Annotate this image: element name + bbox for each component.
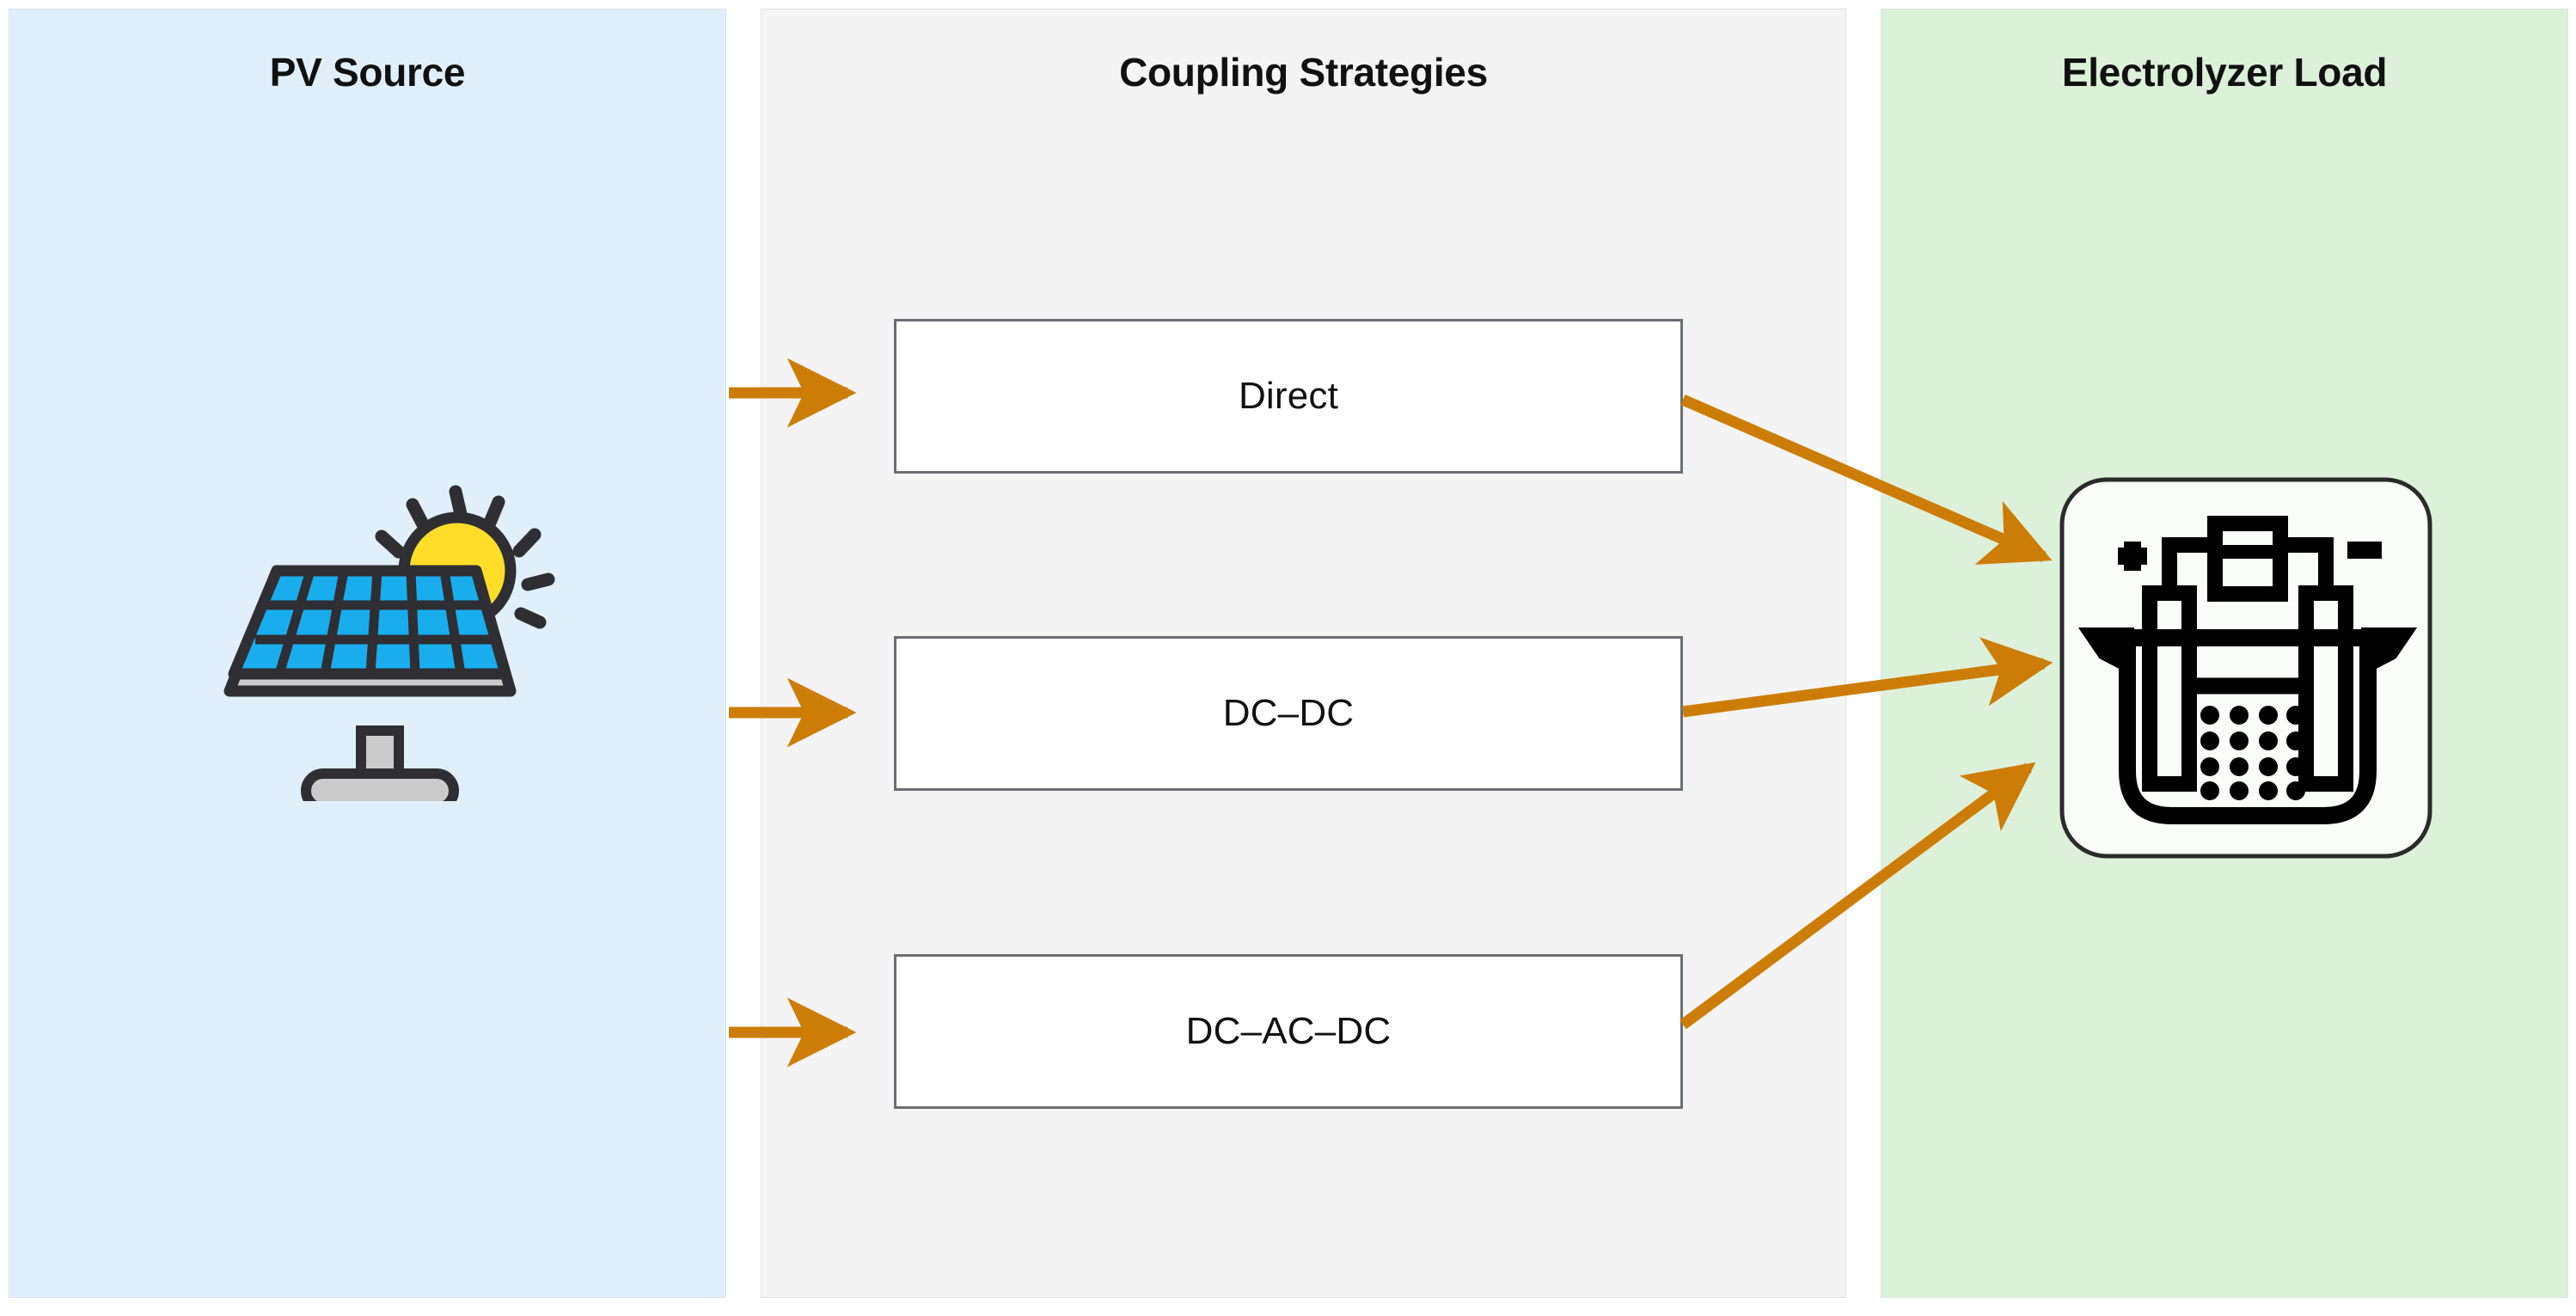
strategy-box-direct[interactable]: Direct [894, 319, 1683, 474]
panel-title-pv-source: PV Source [269, 50, 466, 95]
panel-title-coupling-strategies: Coupling Strategies [1119, 50, 1488, 95]
panel-title-electrolyzer-load: Electrolyzer Load [2061, 50, 2388, 95]
strategy-box-dc-ac-dc[interactable]: DC–AC–DC [894, 954, 1683, 1109]
strategy-box-dc-dc[interactable]: DC–DC [894, 636, 1683, 791]
strategy-label: Direct [1238, 375, 1339, 417]
strategy-label: DC–DC [1222, 692, 1355, 734]
strategy-label: DC–AC–DC [1185, 1010, 1392, 1052]
solar-panel-with-sun-icon [199, 440, 560, 813]
electrolyzer-cell-icon [2057, 474, 2435, 861]
